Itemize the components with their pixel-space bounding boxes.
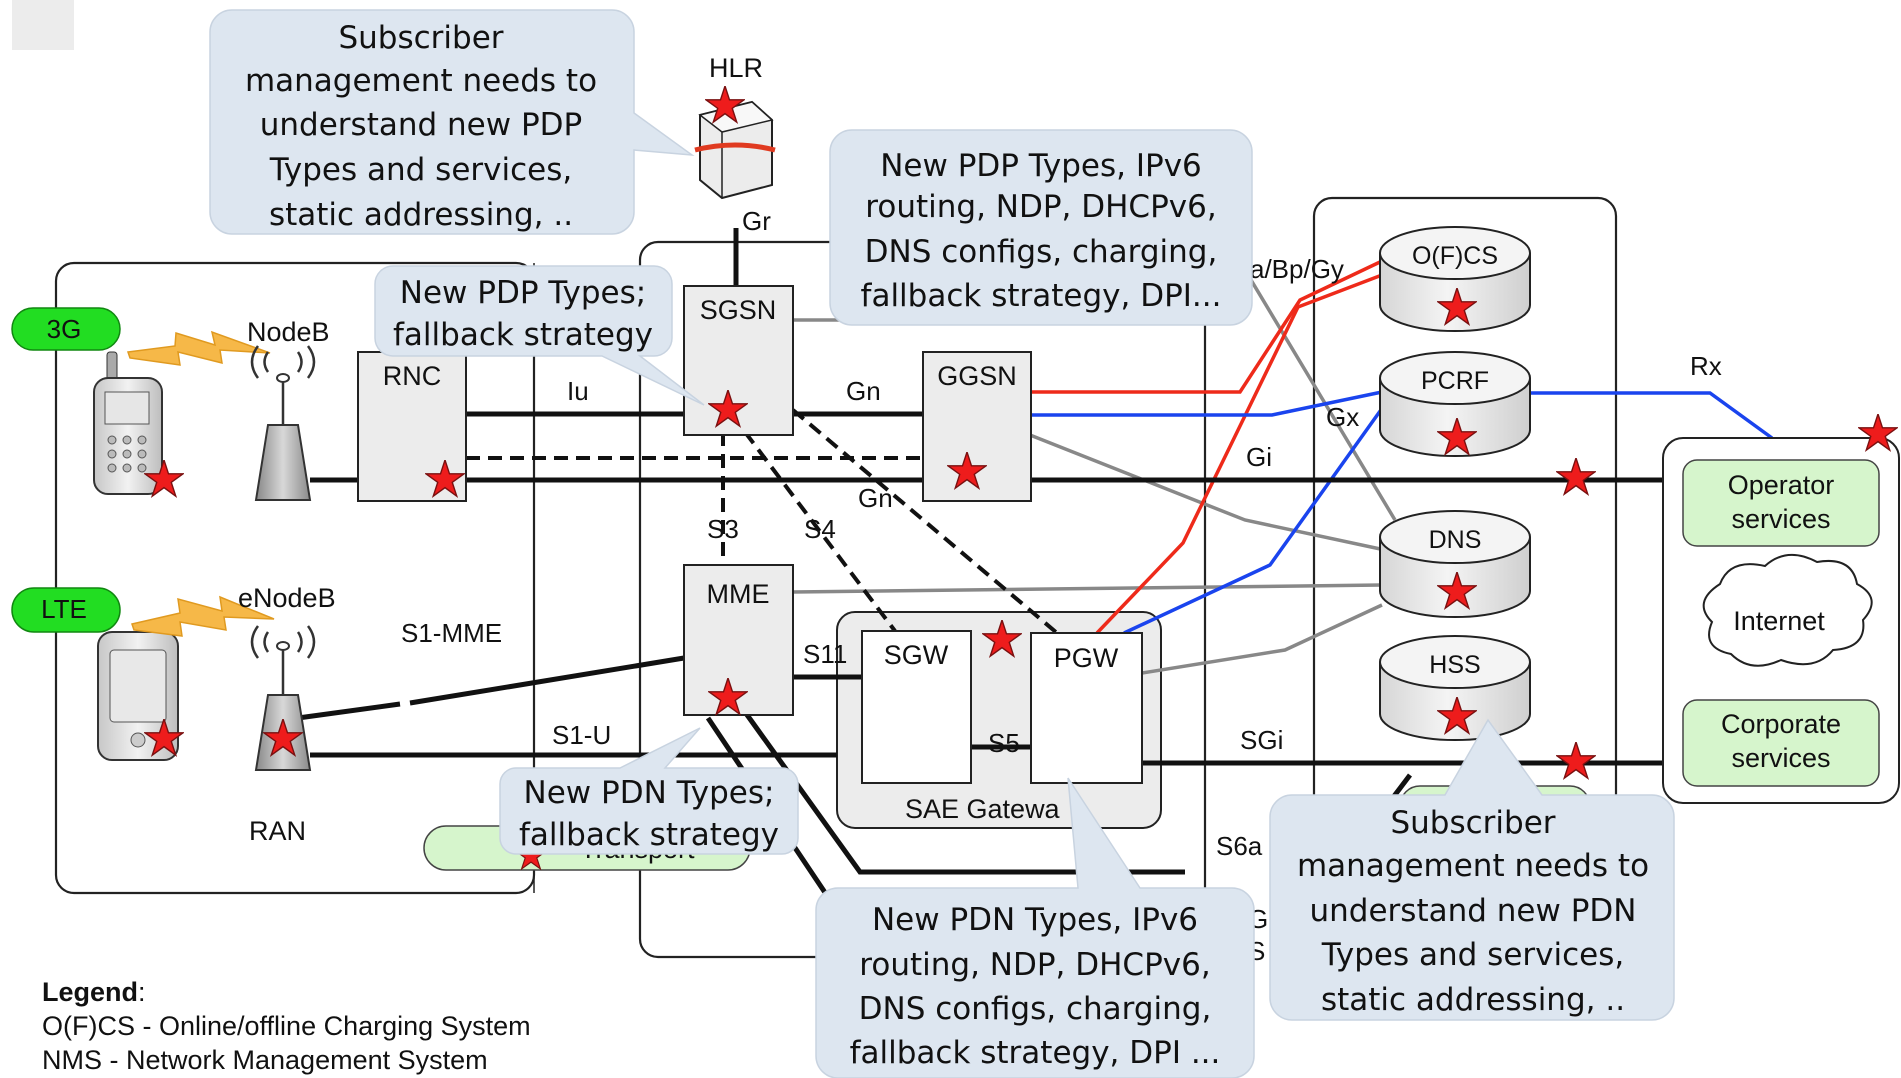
callout-ggsn-line2: routing, NDP, DHCPv6, [865, 189, 1216, 225]
corner-marker [12, 0, 74, 50]
charging-links [1030, 260, 1383, 635]
sgw-node[interactable] [861, 630, 972, 784]
callout-pgw-line4: fallback strategy, DPI ... [850, 1035, 1221, 1071]
callout-hss-line1: Subscriber [1390, 805, 1555, 841]
gn-diag-label: Gn [858, 483, 893, 513]
callout-hlr-line2: management needs to [245, 63, 597, 99]
hlr-label: HLR [709, 53, 763, 83]
callout-ggsn-line1: New PDP Types, IPv6 [880, 148, 1202, 184]
callout-hlr-line3: understand new PDP [260, 107, 582, 143]
mme-node[interactable] [683, 564, 794, 716]
badge-lte-label: LTE [41, 594, 87, 624]
callout-hss-line4: Types and services, [1321, 937, 1624, 973]
ggsn-label: GGSN [937, 361, 1017, 391]
lightning-lte-icon [131, 595, 275, 637]
ofcs-label: O(F)CS [1412, 242, 1498, 270]
dashed-links [466, 408, 1059, 635]
sae-gateway-label: SAE Gatewa [905, 794, 1061, 824]
badge-3g [11, 307, 121, 351]
callout-sgsn-line1: New PDP Types; [400, 275, 646, 311]
dns-label: DNS [1429, 526, 1482, 554]
mme-label: MME [707, 579, 770, 609]
callout-hss-line5: static addressing, .. [1321, 982, 1625, 1018]
callout-hlr-line1: Subscriber [338, 20, 503, 56]
pcrf-label: PCRF [1421, 367, 1489, 395]
star-gi-line [1556, 458, 1596, 495]
s4-label: S4 [804, 514, 836, 544]
policy-links [1030, 390, 1774, 635]
callout-pgw-line1: New PDN Types, IPv6 [872, 902, 1198, 938]
badge-3g-label: 3G [47, 314, 82, 344]
corporate-services-line2: services [1731, 743, 1830, 773]
phone-3g-icon [93, 351, 163, 495]
phone-lte-icon [97, 631, 179, 761]
s3-label: S3 [707, 514, 739, 544]
rnc-label: RNC [383, 361, 442, 391]
enodeb-tower-icon [250, 625, 316, 771]
callout-mme: New PDN Types; fallback strategy [499, 727, 799, 855]
callout-mme-line2: fallback strategy [519, 817, 779, 853]
callout-pgw-line3: DNS configs, charging, [859, 991, 1212, 1027]
legend-title-row: Legend: [42, 977, 146, 1007]
ga-bp-gy-label: a/Bp/Gy [1250, 254, 1344, 284]
operator-services-line2: services [1731, 504, 1830, 534]
sgsn-label: SGSN [700, 295, 777, 325]
callout-sgsn: New PDP Types; fallback strategy [374, 265, 705, 406]
callout-ggsn: New PDP Types, IPv6 routing, NDP, DHCPv6… [829, 129, 1253, 326]
pgw-node[interactable] [1030, 632, 1143, 784]
s5-label: S5 [988, 728, 1020, 758]
callout-pgw-line2: routing, NDP, DHCPv6, [859, 947, 1210, 983]
ran-label: RAN [249, 816, 306, 846]
callout-ggsn-line4: fallback strategy, DPI... [861, 278, 1222, 314]
iu-label: Iu [567, 376, 589, 406]
callout-hss-line3: understand new PDN [1310, 893, 1637, 929]
s6a-label: S6a [1216, 831, 1263, 861]
callout-hlr-line4: Types and services, [269, 152, 572, 188]
pgw-label: PGW [1054, 643, 1119, 673]
legend-item-ofcs: O(F)CS - Online/offline Charging System [42, 1011, 531, 1041]
s1-u-label: S1-U [552, 720, 611, 750]
callout-pgw: New PDN Types, IPv6 routing, NDP, DHCPv6… [815, 777, 1255, 1078]
star-sgi-line [1556, 742, 1596, 779]
s1-mme-label: S1-MME [401, 618, 502, 648]
internet-label: Internet [1733, 606, 1825, 636]
corporate-services-line1: Corporate [1721, 709, 1841, 739]
sgw-label: SGW [884, 640, 949, 670]
callout-hlr-line5: static addressing, .. [269, 197, 573, 233]
hss-label: HSS [1429, 651, 1480, 679]
callout-sgsn-line2: fallback strategy [393, 317, 653, 353]
callout-hss-line2: management needs to [1297, 848, 1649, 884]
callout-ggsn-line3: DNS configs, charging, [865, 234, 1218, 270]
enodeb-label: eNodeB [238, 583, 336, 613]
nodeb-tower-icon [250, 345, 316, 501]
gi-label: Gi [1246, 442, 1272, 472]
callout-mme-line1: New PDN Types; [524, 775, 775, 811]
ggsn-node[interactable] [922, 351, 1032, 502]
gn-top-label: Gn [846, 376, 881, 406]
legend-title: Legend [42, 977, 139, 1007]
corporate-services[interactable] [1682, 699, 1880, 787]
legend-item-nms: NMS - Network Management System [42, 1045, 488, 1075]
nodeb-label: NodeB [247, 317, 330, 347]
s11-label: S11 [803, 639, 847, 669]
callout-hss: Subscriber management needs to understan… [1269, 718, 1675, 1021]
badge-lte [11, 587, 121, 633]
gr-label: Gr [742, 206, 771, 236]
callout-hlr: Subscriber management needs to understan… [209, 9, 695, 235]
sgi-label: SGi [1240, 725, 1283, 755]
lightning-3g-icon [126, 330, 271, 366]
internet-cloud[interactable] [1702, 554, 1873, 667]
operator-services-line1: Operator [1728, 470, 1835, 500]
operator-services[interactable] [1682, 459, 1880, 547]
gx-label: Gx [1326, 402, 1359, 432]
rx-label: Rx [1690, 351, 1722, 381]
pcrf-db[interactable] [1379, 351, 1531, 457]
interface-labels: Gr Iu Gn Gn S3 S4 S1-MME S11 S1-U S5 SGi… [401, 206, 1722, 966]
legend: Legend: O(F)CS - Online/offline Charging… [42, 975, 531, 1077]
